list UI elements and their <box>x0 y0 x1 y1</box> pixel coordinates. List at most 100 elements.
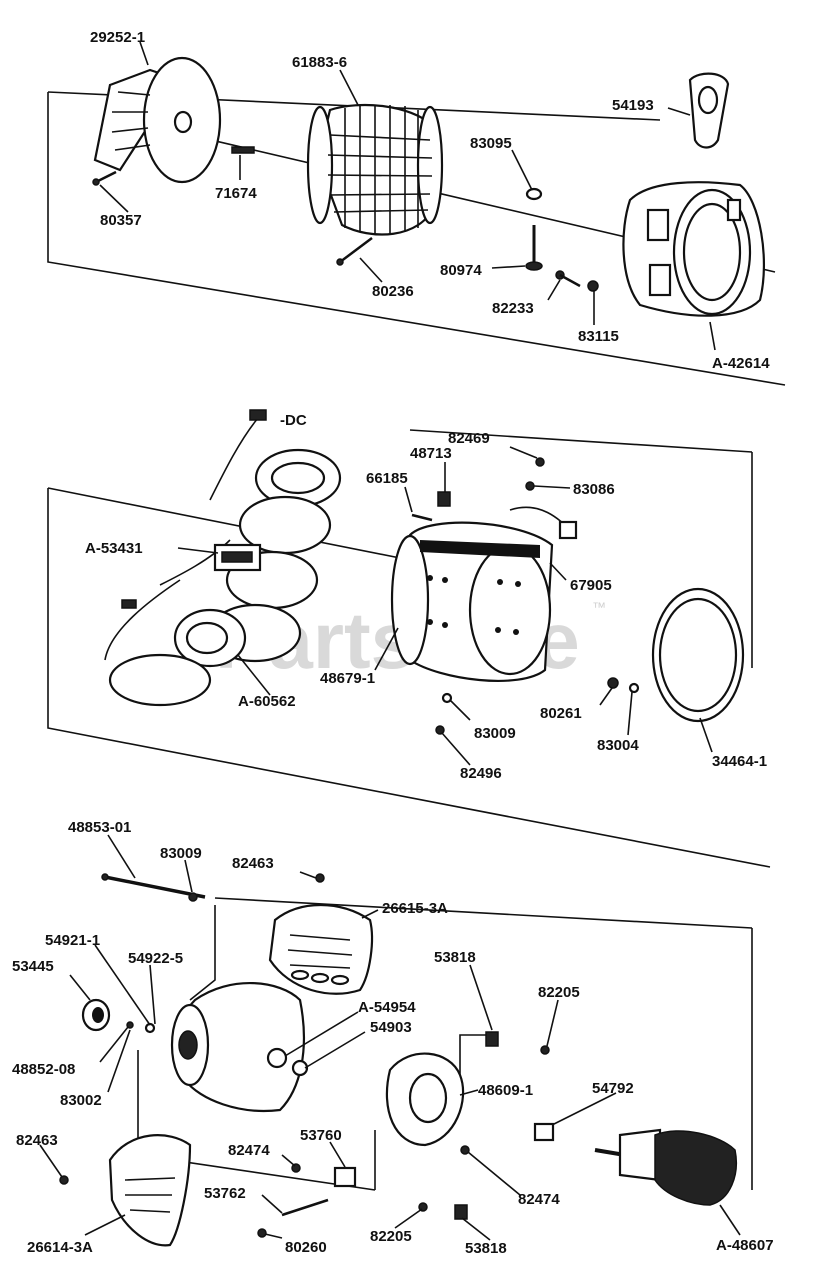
screw-82474-b <box>460 1145 470 1155</box>
clip-83086 <box>525 481 535 491</box>
parts-54921-54922 <box>126 1021 156 1034</box>
label-80260: 80260 <box>285 1239 327 1256</box>
label-48679-1: 48679-1 <box>320 670 375 687</box>
label-54922-5: 54922-5 <box>128 950 183 967</box>
washer-83095 <box>525 187 543 201</box>
wire-67905 <box>509 506 578 540</box>
label-83009-a: 83009 <box>474 725 516 742</box>
label-80357: 80357 <box>100 212 142 229</box>
label-66185: 66185 <box>366 470 408 487</box>
field-coils-A-60562 <box>104 417 342 707</box>
screw-82233 <box>555 270 581 288</box>
label-53445: 53445 <box>12 958 54 975</box>
brush-53760 <box>333 1166 357 1188</box>
screw-80236 <box>336 237 373 266</box>
plug-48713 <box>437 491 451 507</box>
end-bell-A-54954 <box>170 982 306 1112</box>
nut-83115 <box>587 280 599 292</box>
bearing-54903 <box>266 1047 309 1077</box>
label-82474-b: 82474 <box>518 1191 560 1208</box>
frame-48679-1 <box>390 521 554 683</box>
label-48713: 48713 <box>410 445 452 462</box>
label-54903: 54903 <box>370 1019 412 1036</box>
washer-83009-b <box>188 892 198 902</box>
wire-53762 <box>281 1198 329 1217</box>
watermark-tm: ™ <box>592 599 606 615</box>
cover-26615-3A <box>268 904 374 995</box>
brush-holder-48609-1 <box>385 1052 465 1147</box>
label-A-53431: A-53431 <box>85 540 143 557</box>
washer-83009 <box>441 692 453 704</box>
label-54193: 54193 <box>612 97 654 114</box>
screw-82469 <box>535 457 545 467</box>
label-82205-a: 82205 <box>538 984 580 1001</box>
label-53818-b: 53818 <box>465 1240 507 1257</box>
label-82469: 82469 <box>448 430 490 447</box>
rod-48853-01 <box>101 873 206 899</box>
label-53760: 53760 <box>300 1127 342 1144</box>
label-53762: 53762 <box>204 1185 246 1202</box>
screw-82463-top <box>315 873 325 883</box>
end-bell-A-42614 <box>622 181 766 317</box>
label-83115: 83115 <box>578 328 619 345</box>
washer-83004 <box>628 682 640 694</box>
connector <box>121 599 137 609</box>
screw-82205-top <box>540 1045 550 1055</box>
label-82474-a: 82474 <box>228 1142 270 1159</box>
bracket-A-53431 <box>213 543 262 572</box>
screen-61883-6 <box>306 103 444 236</box>
screw-80260 <box>257 1228 267 1238</box>
terminal-DC <box>249 409 267 421</box>
screw-80261 <box>607 677 619 689</box>
shield-26614-3A <box>108 1134 192 1247</box>
label-53818-a: 53818 <box>434 949 476 966</box>
armature-A-48607 <box>594 1128 737 1206</box>
cap-53445 <box>81 998 111 1032</box>
screw-82496 <box>435 725 445 735</box>
label-80974: 80974 <box>440 262 482 279</box>
clip-53818-top <box>485 1031 499 1047</box>
screw-66185 <box>411 513 433 522</box>
section-2-outline <box>47 429 771 868</box>
label-A-54954: A-54954 <box>358 999 416 1016</box>
fan-29252-1 <box>93 56 222 184</box>
leader-lines <box>39 41 741 1241</box>
label-48609-1: 48609-1 <box>478 1082 533 1099</box>
label-83009-b: 83009 <box>160 845 202 862</box>
label-83004: 83004 <box>597 737 639 754</box>
label-48852-08: 48852-08 <box>12 1061 75 1078</box>
label-83086: 83086 <box>573 481 615 498</box>
label-A-48607: A-48607 <box>716 1237 774 1254</box>
label-26615-3A: 26615-3A <box>382 900 448 917</box>
label-83002: 83002 <box>60 1092 102 1109</box>
clip-53818-bottom <box>454 1204 468 1220</box>
label-67905: 67905 <box>570 577 612 594</box>
label-A-42614: A-42614 <box>712 355 770 372</box>
bearing-54792 <box>533 1122 555 1142</box>
label-82233: 82233 <box>492 300 534 317</box>
label-61883-6: 61883-6 <box>292 54 347 71</box>
label-82496: 82496 <box>460 765 502 782</box>
label-80261: 80261 <box>540 705 582 722</box>
label-26614-3A: 26614-3A <box>27 1239 93 1256</box>
label-71674: 71674 <box>215 185 257 202</box>
label-29252-1: 29252-1 <box>90 29 145 46</box>
handle-54193 <box>688 72 730 149</box>
bolt-80974 <box>525 225 543 271</box>
label-A-60562: A-60562 <box>238 693 296 710</box>
screw-82463-left <box>59 1175 69 1185</box>
label-80236: 80236 <box>372 283 414 300</box>
label-54921-1: 54921-1 <box>45 932 100 949</box>
label-82205-b: 82205 <box>370 1228 412 1245</box>
label-34464-1: 34464-1 <box>712 753 767 770</box>
part-labels: 29252-1 61883-6 54193 83095 71674 80357 … <box>12 29 774 1257</box>
label-82463-a: 82463 <box>232 855 274 872</box>
label-82463-b: 82463 <box>16 1132 58 1149</box>
label-DC: -DC <box>280 412 307 429</box>
label-83095: 83095 <box>470 135 512 152</box>
screw-80357 <box>92 170 117 186</box>
ring-34464-1 <box>651 587 745 723</box>
key-71674 <box>231 146 255 154</box>
